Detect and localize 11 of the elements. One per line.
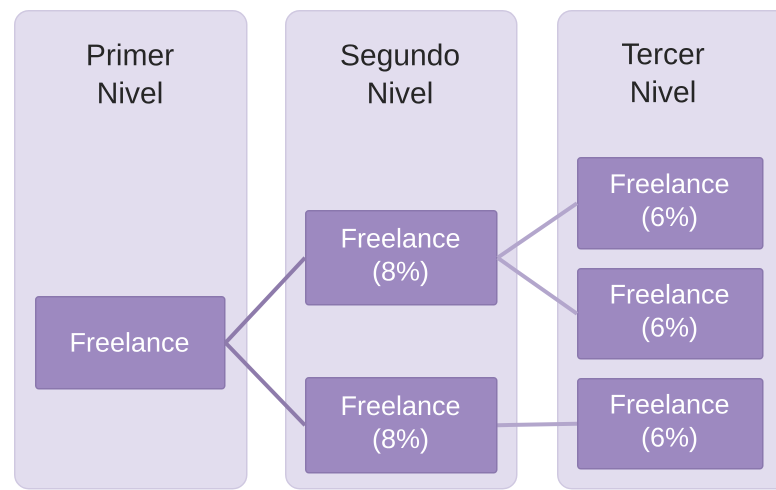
level-box: Freelance (6%)	[577, 157, 764, 250]
connector-line	[497, 422, 578, 428]
level-box: Freelance	[35, 296, 226, 390]
level-box: Freelance (8%)	[305, 210, 498, 306]
level-box: Freelance (6%)	[577, 378, 764, 470]
connector-line	[496, 256, 578, 316]
level-box: Freelance (6%)	[577, 268, 764, 360]
connector-line	[224, 256, 306, 344]
level-box: Freelance (8%)	[305, 377, 498, 474]
connector-line	[224, 341, 306, 427]
connector-line	[496, 202, 578, 260]
